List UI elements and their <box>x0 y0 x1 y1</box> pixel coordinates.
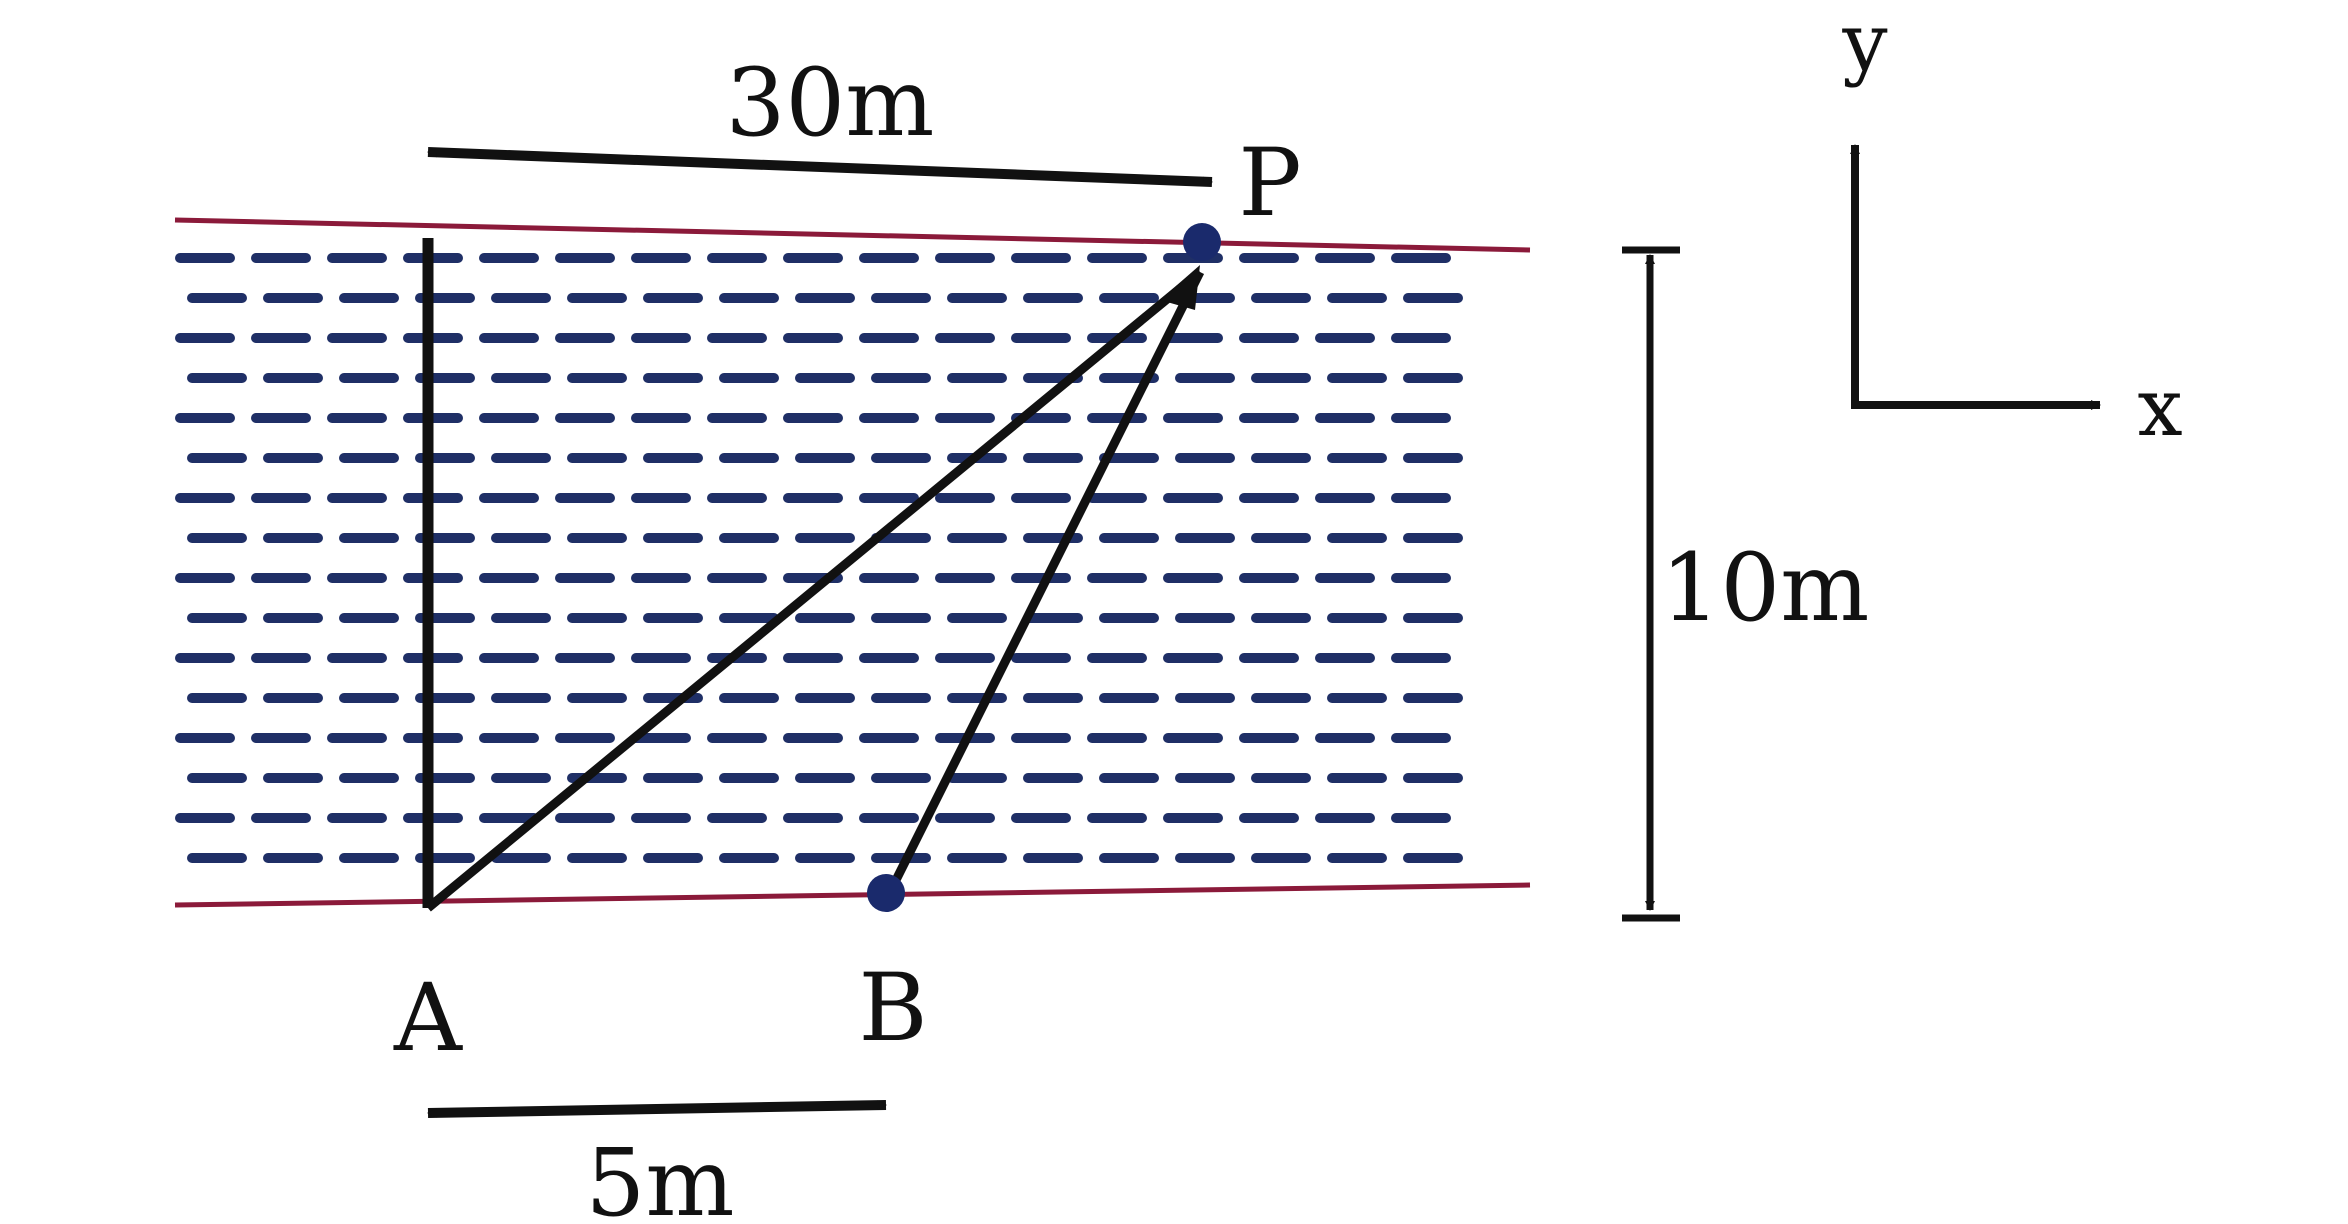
bottom-bank <box>174 882 1531 908</box>
label-p: P <box>1238 129 1301 238</box>
label-a: A <box>393 964 463 1073</box>
path-b-to-p <box>885 269 1205 895</box>
label-5m: 5m <box>586 1129 735 1224</box>
label-10m: 10m <box>1661 534 1870 643</box>
top-bank <box>174 217 1531 253</box>
dimension-arrow-30m <box>427 147 1213 187</box>
dimension-arrow-5m <box>427 1100 887 1118</box>
point-p <box>1183 223 1221 261</box>
label-30m: 30m <box>726 49 935 158</box>
river-water <box>175 253 1463 863</box>
path-a-to-p <box>425 268 1203 912</box>
label-axis-y: y <box>1841 0 1887 89</box>
p-vertex-fill <box>1160 265 1200 310</box>
label-axis-x: x <box>2137 361 2182 454</box>
label-b: B <box>858 954 927 1063</box>
point-b <box>867 874 905 912</box>
